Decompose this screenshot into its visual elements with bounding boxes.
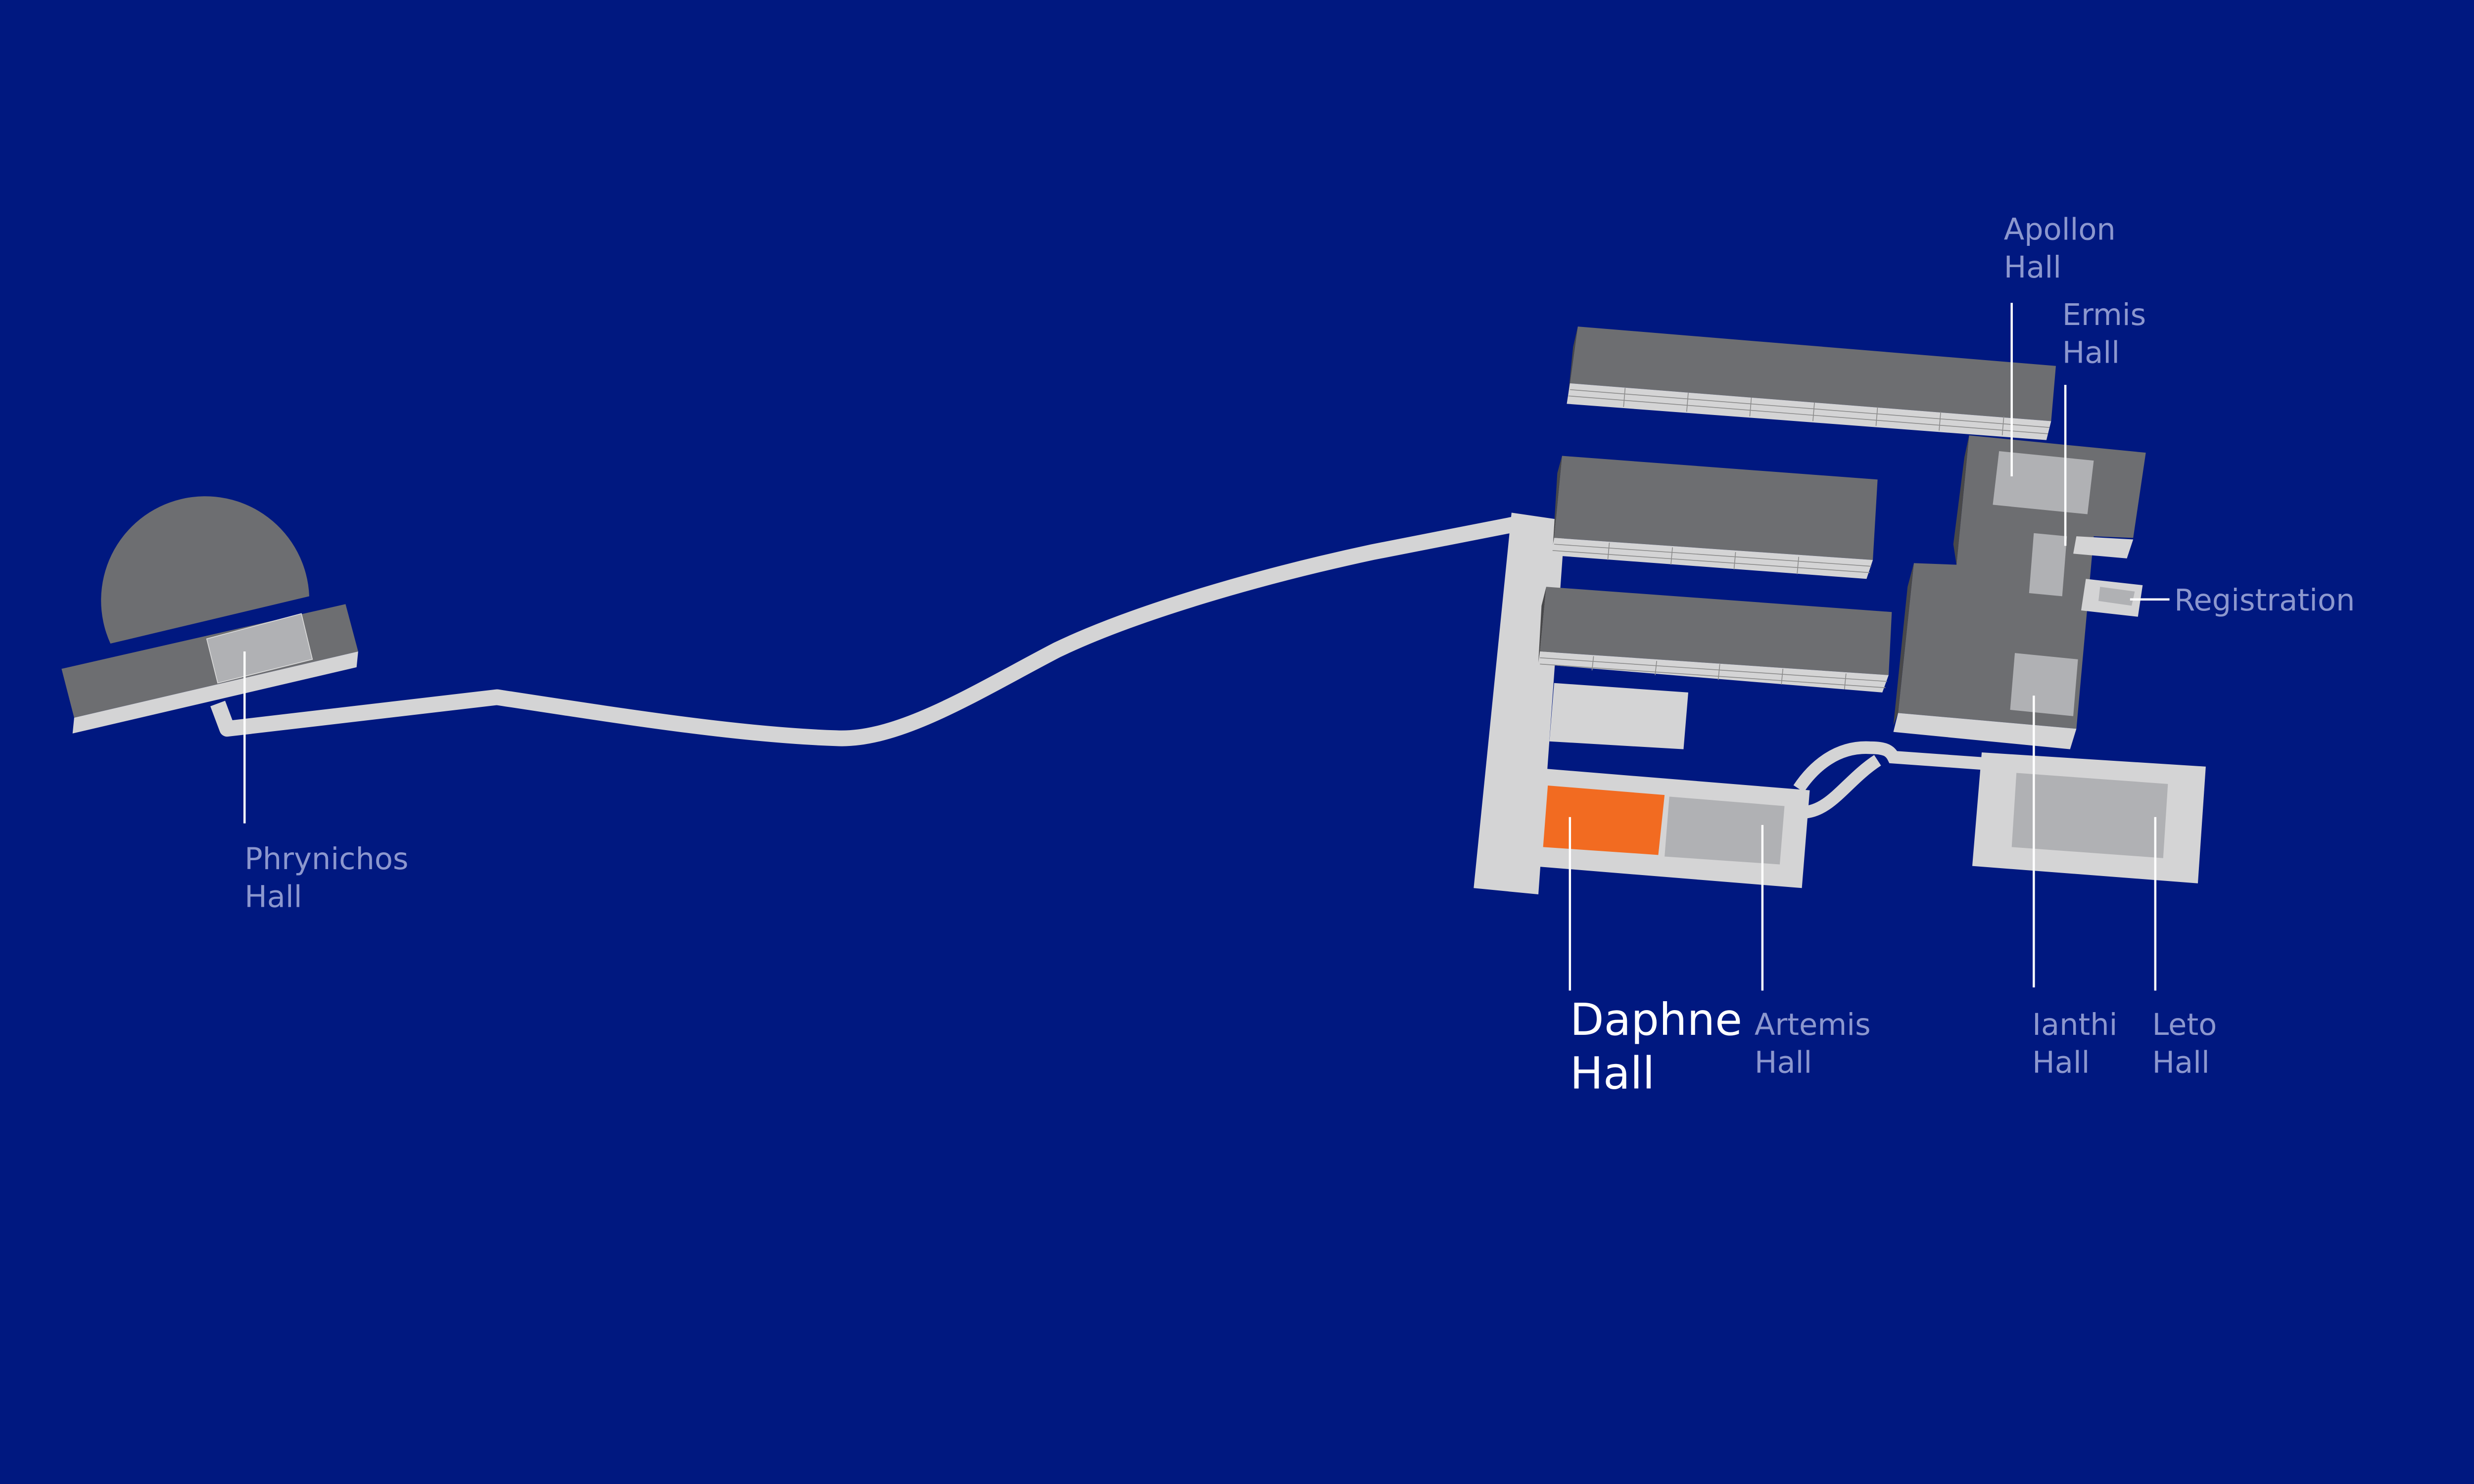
artemis-hall[interactable] <box>1665 796 1785 865</box>
ianthi-hall[interactable] <box>2010 653 2078 716</box>
leto-hall-label[interactable]: Leto Hall <box>2152 1008 2226 1080</box>
registration-label[interactable]: Registration <box>2174 583 2355 618</box>
phrynichos-building[interactable] <box>61 496 358 734</box>
ermis-hall[interactable] <box>2029 533 2067 597</box>
leto-hall[interactable] <box>2011 773 2168 858</box>
registration-desk[interactable] <box>2098 587 2135 606</box>
apollon-hall[interactable] <box>1993 451 2094 514</box>
ianthi-hall-label[interactable]: Ianthi Hall <box>2032 1008 2127 1080</box>
daphne-hall[interactable] <box>1543 786 1665 855</box>
ermis-hall-label[interactable]: Ermis Hall <box>2062 298 2156 371</box>
dome <box>101 496 309 644</box>
apollon-hall-label[interactable]: Apollon Hall <box>2004 213 2125 285</box>
daphne-hall-label[interactable]: Daphne Hall <box>1570 994 1757 1099</box>
map-background <box>0 0 2474 1391</box>
annex-block <box>1549 683 1688 749</box>
walkway-path <box>210 516 1520 746</box>
venue-map: Apollon Hall Ermis Hall Registration Phr… <box>0 0 2474 1391</box>
main-campus <box>1474 326 2206 895</box>
artemis-hall-label[interactable]: Artemis Hall <box>1755 1008 1880 1080</box>
phrynichos-hall-label[interactable]: Phrynichos Hall <box>244 842 418 915</box>
leader-lines <box>243 303 2170 991</box>
phrynichos-hall[interactable] <box>206 613 313 684</box>
